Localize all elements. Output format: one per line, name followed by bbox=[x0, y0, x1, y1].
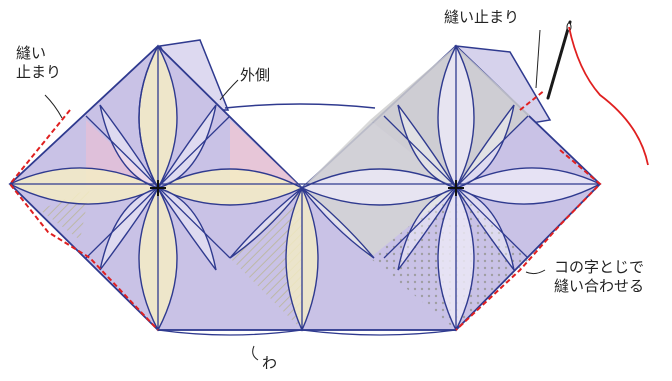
rosette-center bbox=[229, 186, 375, 332]
red-stitch-line bbox=[8, 89, 602, 331]
label-top-stop: 縫い止まり bbox=[444, 8, 520, 26]
label-ladder-stitch-line2: 縫い合わせる bbox=[554, 277, 645, 295]
label-ladder-stitch-line1: コの字とじで bbox=[554, 258, 645, 276]
label-fold: わ bbox=[262, 354, 278, 372]
label-outer-side: 外側 bbox=[240, 66, 271, 84]
label-left-stop-line2: 止まり bbox=[16, 63, 62, 81]
label-ladder-stitch: コの字とじで 縫い合わせる bbox=[554, 258, 644, 296]
pointer-line-icon bbox=[44, 29, 546, 361]
center-marks bbox=[150, 180, 464, 196]
needle-icon bbox=[546, 20, 572, 100]
label-left-stop-line1: 縫い bbox=[16, 44, 47, 62]
label-left-stop: 縫い 止まり bbox=[16, 44, 61, 82]
thread-icon bbox=[568, 26, 649, 166]
